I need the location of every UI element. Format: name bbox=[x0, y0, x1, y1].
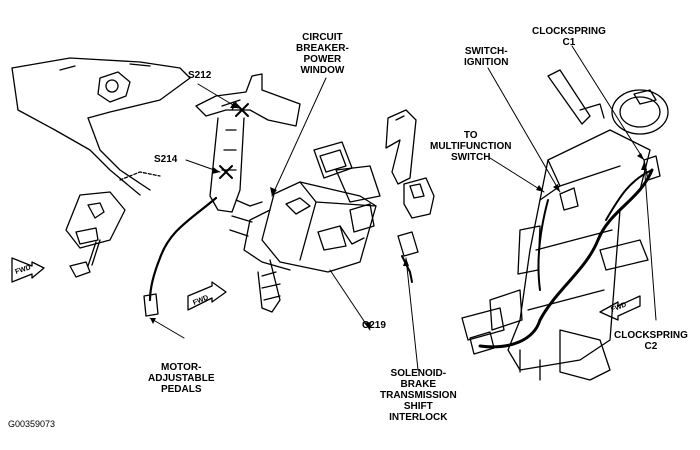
splice-markers bbox=[219, 103, 249, 179]
leader-arrowheads bbox=[150, 102, 647, 330]
junction-block bbox=[229, 181, 377, 273]
harness-upper bbox=[195, 73, 301, 213]
label-clockspring-c1: CLOCKSPRING C1 bbox=[532, 26, 606, 48]
label-solenoid: SOLENOID- BRAKE TRANSMISSION SHIFT INTER… bbox=[380, 368, 457, 423]
label-motor-pedals: MOTOR- ADJUSTABLE PEDALS bbox=[148, 362, 215, 395]
label-circuit-breaker: CIRCUIT BREAKER- POWER WINDOW bbox=[296, 32, 349, 76]
pedal-wire bbox=[143, 196, 218, 317]
label-to-multifunction: TO MULTIFUNCTION SWITCH bbox=[430, 130, 512, 163]
label-switch-ignition: SWITCH- IGNITION bbox=[464, 46, 509, 68]
column-harness bbox=[469, 155, 661, 355]
label-c219: C219 bbox=[362, 320, 386, 331]
fwd-arrow-center bbox=[187, 281, 227, 311]
pedal-bracket bbox=[11, 57, 191, 278]
harness-lower bbox=[257, 259, 281, 313]
fwd-arrow-left bbox=[11, 257, 45, 283]
multifunction-stalk bbox=[547, 69, 605, 125]
figure-id: G00359073 bbox=[8, 419, 56, 429]
solenoid-connector bbox=[397, 177, 435, 283]
label-s212: S212 bbox=[188, 70, 212, 81]
leader-lines bbox=[149, 45, 657, 371]
fwd-arrow-right bbox=[599, 295, 641, 321]
clockspring bbox=[611, 89, 669, 135]
breaker-connectors bbox=[313, 141, 381, 245]
label-s214: S214 bbox=[154, 154, 178, 165]
mount-bracket bbox=[385, 109, 417, 185]
label-clockspring-c2: CLOCKSPRING C2 bbox=[614, 330, 688, 352]
